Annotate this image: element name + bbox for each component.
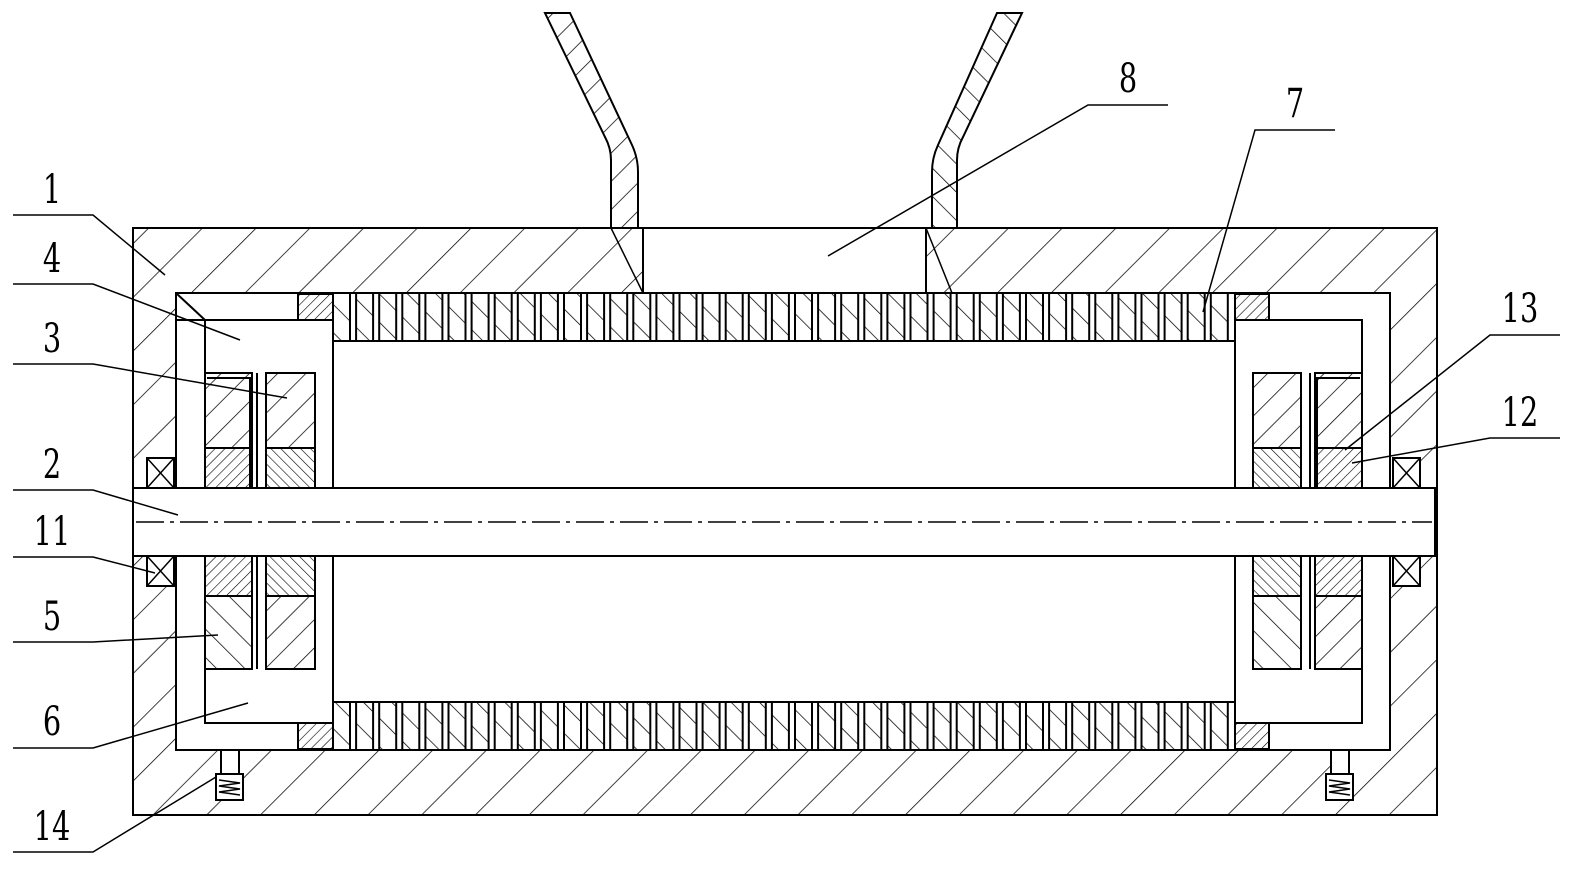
- hopper-left-wall: [543, 12, 639, 229]
- callout-2: 2: [43, 442, 61, 488]
- callout-7: 7: [1286, 81, 1304, 127]
- callout-12: 12: [1502, 390, 1539, 436]
- feed-opening: [642, 227, 927, 294]
- screen-top: [332, 292, 1236, 342]
- callout-6: 6: [43, 699, 61, 745]
- callout-5: 5: [43, 594, 61, 640]
- seal-block-top-right: [1234, 293, 1270, 321]
- callout-11: 11: [34, 509, 71, 555]
- callout-13: 13: [1502, 286, 1539, 332]
- callout-3: 3: [43, 316, 61, 362]
- seal-block-bottom-left: [297, 722, 334, 750]
- callout-8: 8: [1119, 56, 1137, 102]
- spring-support-right: [1325, 749, 1354, 801]
- bearing-top-right: [1392, 457, 1421, 489]
- hopper-right-wall: [931, 12, 1024, 229]
- callout-4: 4: [43, 236, 61, 282]
- spring-support-left: [215, 749, 244, 801]
- screen-bottom: [332, 701, 1236, 751]
- bearing-bottom-left: [146, 555, 175, 587]
- bearing-top-left: [146, 457, 175, 489]
- bearing-bottom-right: [1392, 555, 1421, 587]
- leader-lines: [13, 104, 1560, 853]
- right-hub-assembly: [1252, 372, 1363, 670]
- seal-block-top-left: [297, 293, 334, 321]
- callout-1: 1: [43, 167, 61, 213]
- callout-14: 14: [34, 804, 71, 850]
- seal-block-bottom-right: [1234, 722, 1270, 750]
- callout-labels: 1 4 3 2 11 5 6 14 8 7 13 12: [34, 56, 1539, 850]
